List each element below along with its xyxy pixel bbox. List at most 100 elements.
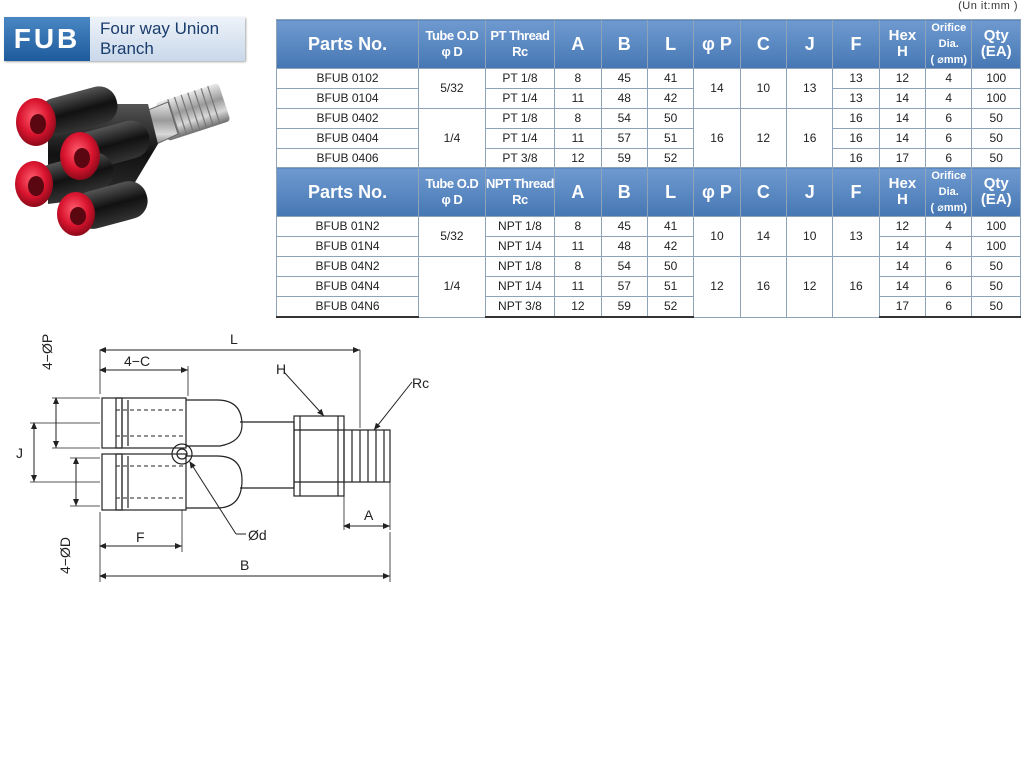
dim-f: 16 xyxy=(832,128,880,149)
dim-b: 59 xyxy=(600,148,648,170)
dim-f: 13 xyxy=(832,216,880,257)
orifice: 4 xyxy=(925,88,973,109)
dim-c: 12 xyxy=(739,108,788,170)
red-collet xyxy=(60,132,100,180)
dim-a: 8 xyxy=(554,68,602,89)
dim-a: 11 xyxy=(554,128,602,149)
part-number: BFUB 04N6 xyxy=(275,296,420,318)
dim-b: 54 xyxy=(600,256,648,277)
drawing-body xyxy=(101,397,391,511)
qty: 100 xyxy=(971,88,1021,109)
dim-b: 59 xyxy=(600,296,648,318)
dim-label-4p: 4−ØP xyxy=(39,334,55,370)
table-row: BFUB 01N4 NPT 1/4 11 48 42 14 4 100 xyxy=(275,236,1021,257)
part-number: BFUB 0102 xyxy=(275,68,420,89)
unit-note: (Un it:mm ) xyxy=(958,0,1018,12)
hidden-lines xyxy=(116,409,186,499)
dim-label-h: H xyxy=(276,361,286,377)
dim-f: 16 xyxy=(832,256,880,318)
part-number: BFUB 01N2 xyxy=(275,216,420,237)
dim-b: 54 xyxy=(600,108,648,129)
qty: 50 xyxy=(971,128,1021,149)
dim-label-f: F xyxy=(136,529,145,545)
dim-a: 12 xyxy=(554,296,602,318)
dim-l: 51 xyxy=(646,128,695,149)
part-number: BFUB 01N4 xyxy=(275,236,420,257)
col-parts-no: Parts No. xyxy=(275,19,420,69)
col-l: L xyxy=(646,167,695,217)
dim-f: 13 xyxy=(832,68,880,89)
orifice: 6 xyxy=(925,296,973,318)
orifice: 6 xyxy=(925,128,973,149)
orifice: 4 xyxy=(925,68,973,89)
orifice: 4 xyxy=(925,216,973,237)
col-qty: Qty(EA) xyxy=(971,167,1021,217)
col-f: F xyxy=(832,167,880,217)
dim-c: 14 xyxy=(739,216,788,257)
dim-l: 50 xyxy=(646,256,695,277)
dim-label-4c: 4−C xyxy=(124,353,150,369)
red-collet xyxy=(16,98,56,146)
dim-b: 48 xyxy=(600,236,648,257)
dim-p: 16 xyxy=(693,108,741,170)
dim-j: 10 xyxy=(786,216,834,257)
part-number: BFUB 0104 xyxy=(275,88,420,109)
dim-l: 42 xyxy=(646,88,695,109)
dim-a: 8 xyxy=(554,108,602,129)
dimension-drawing: L 4−C 4−ØP J 4−ØD H Rc A F Ød B xyxy=(16,331,429,582)
product-code: FUB xyxy=(4,17,90,61)
table-row: BFUB 0402 1/4 PT 1/8 8 54 50 16 12 16 16… xyxy=(275,108,1021,170)
dim-label-j: J xyxy=(16,445,23,461)
qty: 50 xyxy=(971,108,1021,129)
part-number: BFUB 0406 xyxy=(275,148,420,170)
table-row: BFUB 0406 PT 3/8 12 59 52 16 17 6 50 xyxy=(275,148,1021,170)
thread: PT 1/4 xyxy=(484,88,556,109)
hex: 17 xyxy=(878,148,927,170)
table-row: BFUB 04N6 NPT 3/8 12 59 52 17 6 50 xyxy=(275,296,1021,318)
hex: 17 xyxy=(878,296,927,318)
col-b: B xyxy=(600,167,648,217)
col-p: φ P xyxy=(693,19,741,69)
red-collet xyxy=(57,192,95,236)
col-c: C xyxy=(739,19,788,69)
dim-l: 50 xyxy=(646,108,695,129)
qty: 50 xyxy=(971,296,1021,318)
red-collet xyxy=(15,161,53,207)
tube-od: 5/32 xyxy=(418,216,486,257)
qty: 50 xyxy=(971,148,1021,170)
dim-a: 11 xyxy=(554,88,602,109)
dim-c: 16 xyxy=(739,256,788,318)
product-photo xyxy=(15,83,230,236)
dim-b: 45 xyxy=(600,216,648,237)
dim-b: 57 xyxy=(600,276,648,297)
table-row: BFUB 0104 PT 1/4 11 48 42 13 14 4 100 xyxy=(275,88,1021,109)
qty: 50 xyxy=(971,256,1021,277)
orifice: 6 xyxy=(925,276,973,297)
dim-l: 41 xyxy=(646,68,695,89)
dim-label-b: B xyxy=(240,557,249,573)
col-p: φ P xyxy=(693,167,741,217)
dim-j: 16 xyxy=(786,108,834,170)
hex: 14 xyxy=(878,256,927,277)
dim-b: 45 xyxy=(600,68,648,89)
qty: 100 xyxy=(971,236,1021,257)
col-l: L xyxy=(646,19,695,69)
hex: 14 xyxy=(878,236,927,257)
thread: NPT 1/4 xyxy=(484,236,556,257)
col-f: F xyxy=(832,19,880,69)
dim-a: 11 xyxy=(554,276,602,297)
dim-f: 13 xyxy=(832,88,880,109)
dim-label-a: A xyxy=(364,507,374,523)
dim-label-4d: 4−ØD xyxy=(57,537,73,574)
hex: 14 xyxy=(878,128,927,149)
dim-j: 12 xyxy=(786,256,834,318)
thread: PT 3/8 xyxy=(484,148,556,170)
thread: PT 1/4 xyxy=(484,128,556,149)
